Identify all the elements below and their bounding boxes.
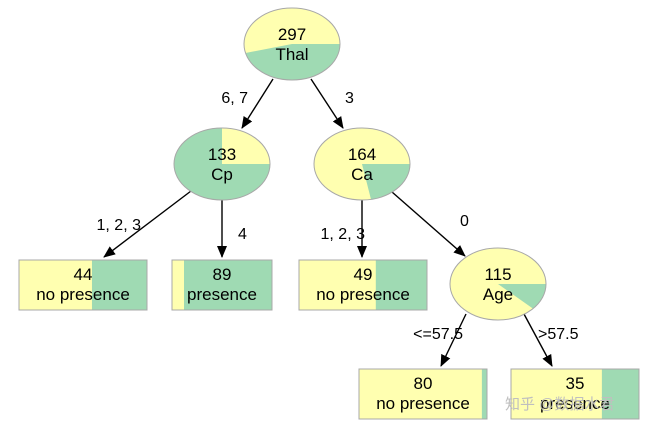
node-border: [243, 7, 341, 81]
node-count: 89: [213, 265, 232, 284]
node-count: 80: [414, 374, 433, 393]
node-label: Cp: [211, 165, 233, 184]
edge-label: 1, 2, 3: [97, 217, 142, 234]
edge-label: 6, 7: [221, 90, 248, 107]
node-count: 49: [354, 265, 373, 284]
watermark-text: 知乎 @数据水君: [505, 396, 614, 413]
node-border: [449, 247, 547, 321]
node-border: [510, 368, 640, 420]
edge-label: 3: [345, 90, 354, 107]
edge-arrow: [523, 313, 553, 367]
edge-arrow: [241, 78, 274, 129]
node-green-share: [481, 369, 487, 419]
edge-arrow: [440, 313, 467, 367]
edge-age-to-leaf5: >57.5: [523, 313, 579, 367]
edge-cp-to-leaf1: 1, 2, 3: [97, 190, 192, 258]
node-count: 297: [278, 25, 306, 44]
node-label: presence: [187, 285, 257, 304]
node-label: no presence: [316, 285, 410, 304]
node-count: 115: [484, 265, 511, 284]
node-label: presence: [540, 394, 610, 413]
edge-arrow: [103, 190, 192, 258]
node-green-share: [362, 164, 410, 200]
node-count: 133: [208, 145, 236, 164]
node-green-share: [174, 128, 270, 200]
node-border: [358, 368, 488, 420]
edge-ca-to-leaf3: 1, 2, 3: [321, 200, 367, 258]
edge-arrow: [310, 78, 344, 129]
edge-label: 0: [460, 213, 469, 230]
node-green-share: [245, 44, 340, 80]
node-green-share: [184, 260, 272, 310]
node-fill: [359, 369, 487, 419]
node-label: no presence: [36, 285, 130, 304]
node-label: no presence: [376, 394, 470, 413]
edge-label: >57.5: [538, 326, 579, 343]
node-border: [173, 127, 271, 201]
node-count: 164: [348, 145, 376, 164]
edge-ca-to-age: 0: [391, 191, 469, 257]
node-label: Ca: [351, 165, 373, 184]
node-green-share: [498, 284, 546, 309]
node-border: [18, 259, 148, 311]
edge-label: <=57.5: [413, 326, 463, 343]
node-border: [313, 127, 411, 201]
edge-label: 1, 2, 3: [321, 226, 366, 243]
node-count: 44: [74, 265, 93, 284]
node-border: [298, 259, 428, 311]
edges-layer: 6, 7 3 1, 2, 3 4 1, 2, 3 0 <=57.5 >57.5: [97, 78, 579, 367]
node-label: Age: [483, 285, 513, 304]
node-green-share: [375, 260, 427, 310]
node-border: [171, 259, 273, 311]
edge-age-to-leaf4: <=57.5: [413, 313, 467, 367]
edge-thal-to-cp: 6, 7: [221, 78, 274, 129]
edge-label: 4: [238, 226, 247, 243]
edge-thal-to-ca: 3: [310, 78, 354, 129]
edge-cp-to-leaf2: 4: [217, 200, 247, 258]
edge-arrow: [391, 191, 466, 257]
node-label: Thal: [275, 45, 308, 64]
node-green-share: [91, 260, 147, 310]
node-count: 35: [566, 374, 585, 393]
node-green-share: [601, 369, 639, 419]
